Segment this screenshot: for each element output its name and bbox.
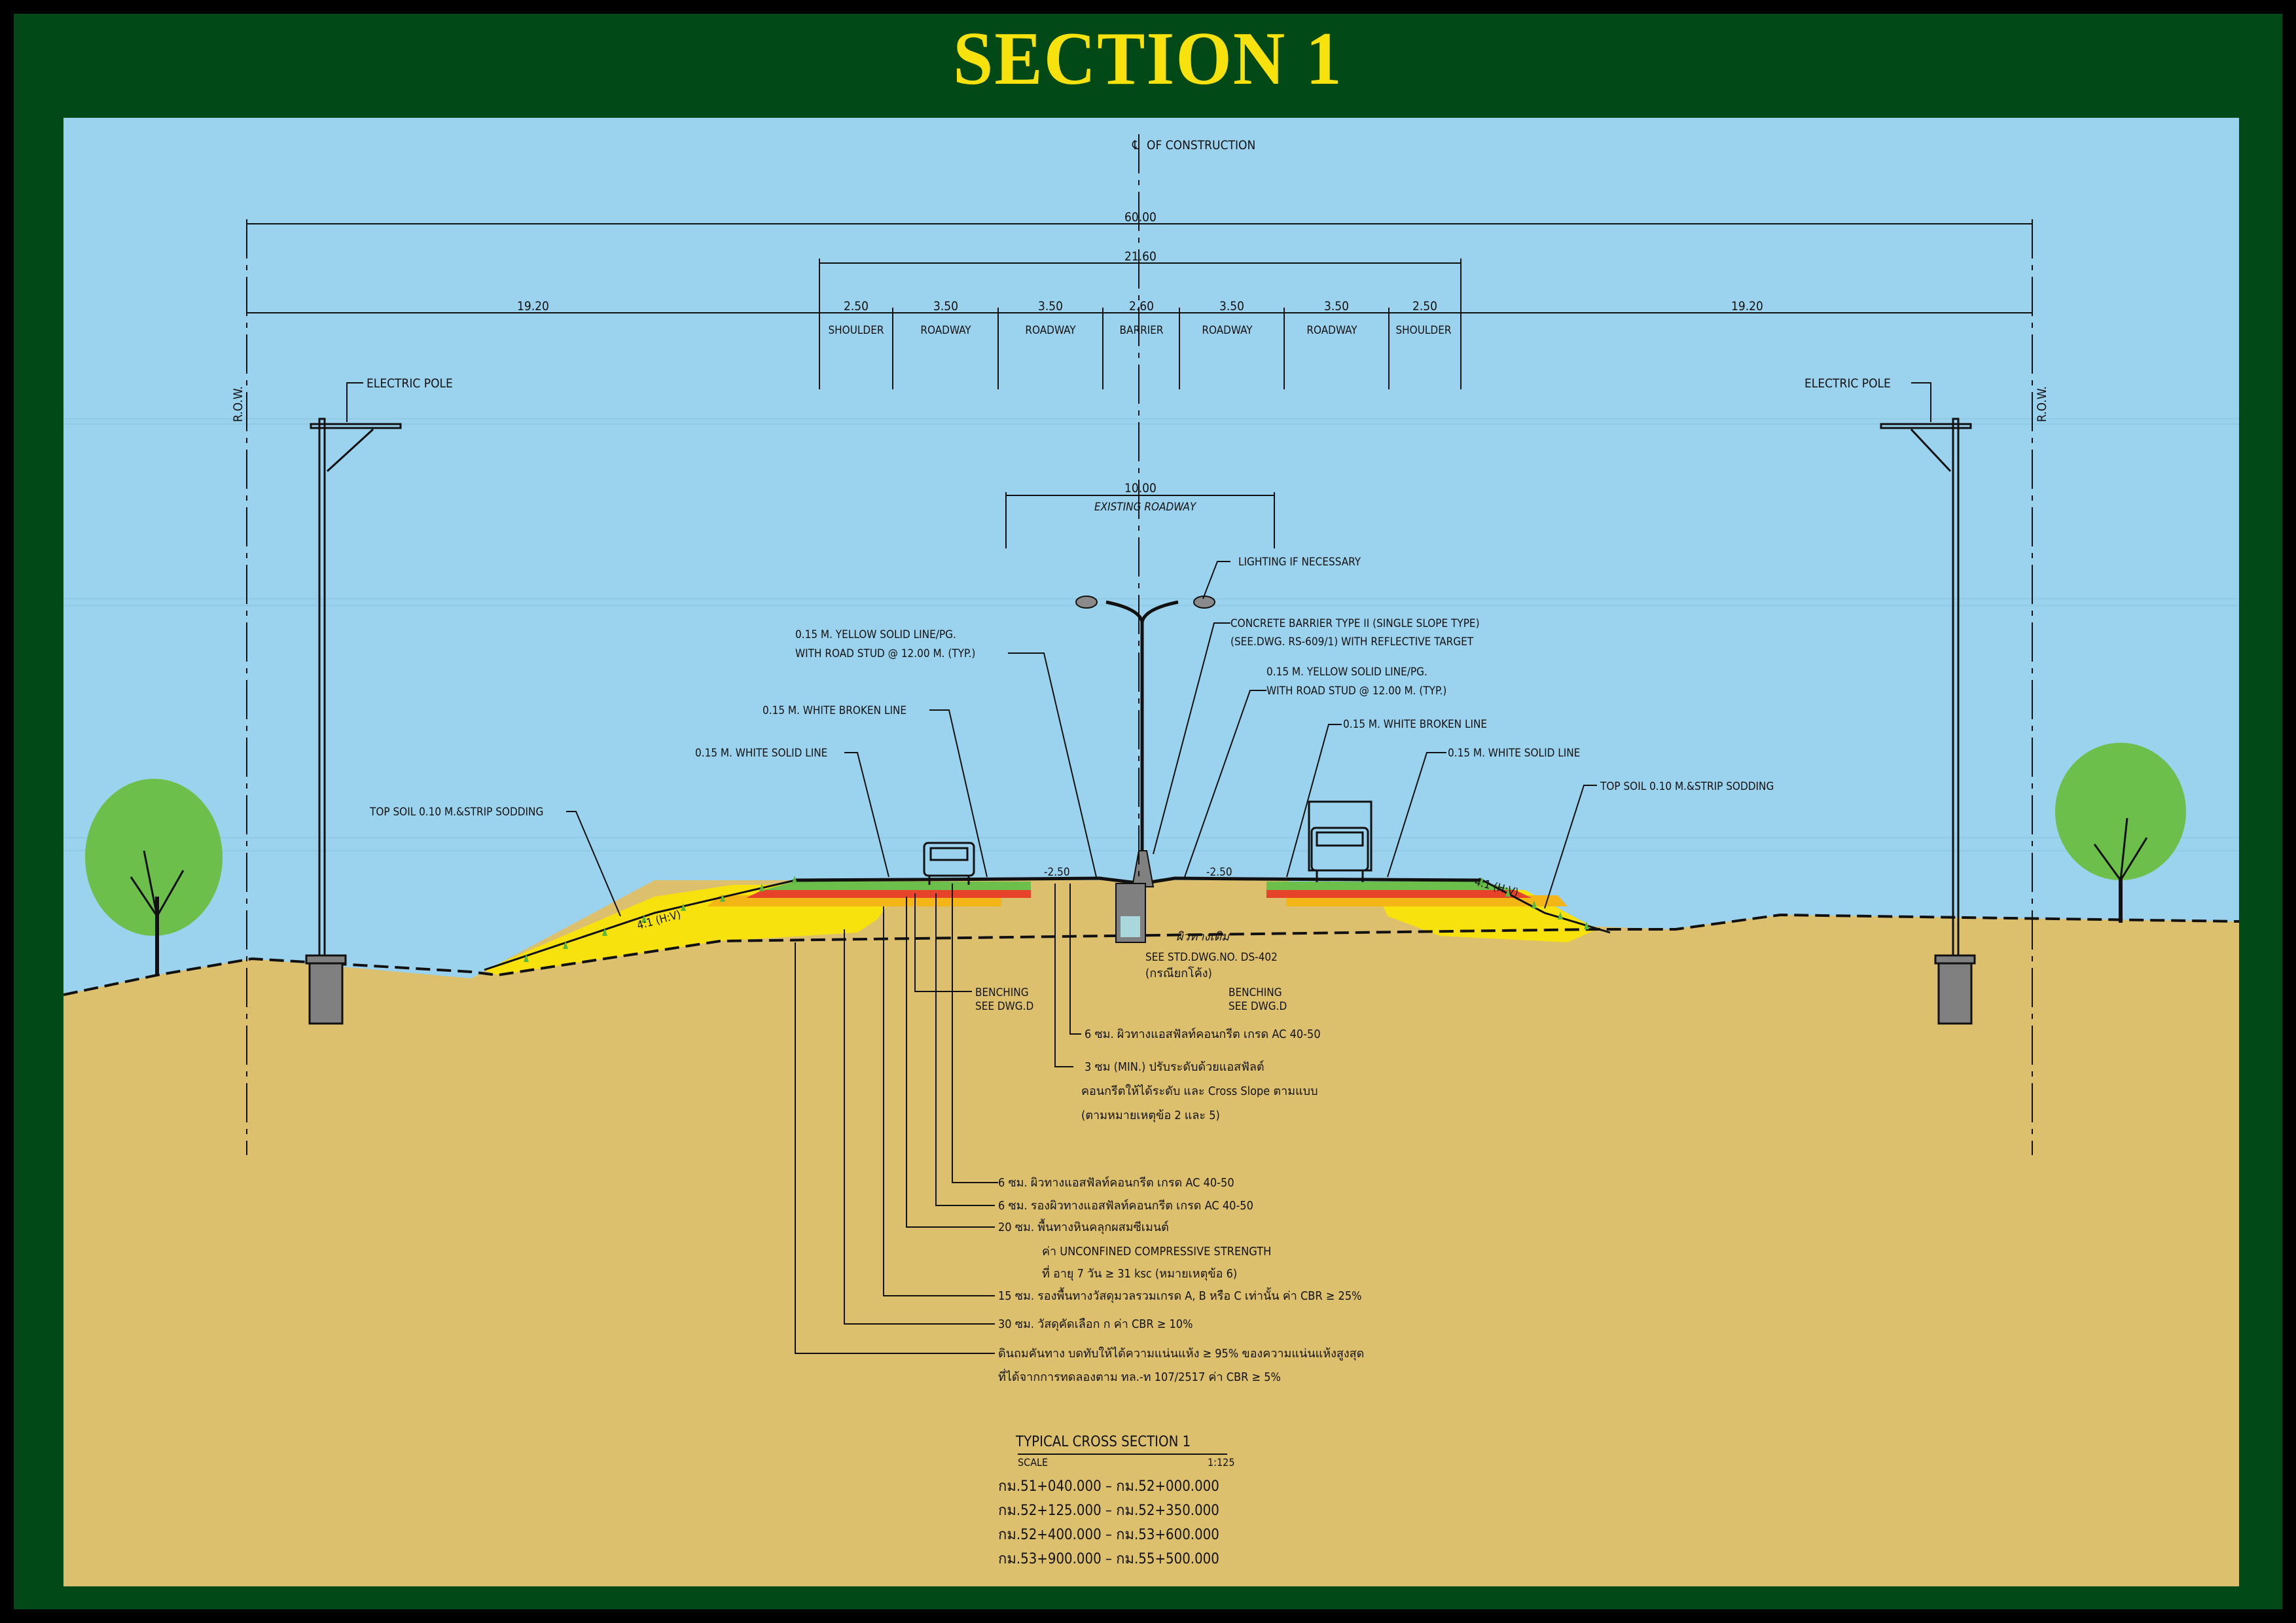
tree-icon-left	[85, 779, 223, 975]
electric-pole-left	[305, 418, 402, 1025]
yellow-line-right-1: 0.15 M. YELLOW SOLID LINE/PG.	[1266, 666, 1427, 679]
yellow-line-left-1: 0.15 M. YELLOW SOLID LINE/PG.	[795, 628, 956, 641]
station-range: กม.51+040.000 – กม.52+000.000	[998, 1478, 1219, 1495]
cross-slope-right: -2.50	[1206, 866, 1232, 879]
row-label-left: R.O.W.	[231, 386, 245, 422]
layer-note: 6 ซม. ผิวทางแอสฟัลท์คอนกรีต เกรด AC 40-5…	[1085, 1027, 1321, 1041]
electric-pole-label-right: ELECTRIC POLE	[1804, 376, 1891, 391]
binder-left	[762, 882, 1031, 890]
segment-label: ROADWAY	[1202, 324, 1253, 337]
segment-label: ROADWAY	[920, 324, 971, 337]
drain-ref-2: (กรณียกโค้ง)	[1145, 966, 1212, 980]
station-range: กม.53+900.000 – กม.55+500.000	[998, 1551, 1219, 1567]
segment-label: ROADWAY	[1025, 324, 1076, 337]
existing-ground-line	[63, 913, 2239, 996]
barrier-label-2: (SEE.DWG. RS-609/1) WITH REFLECTIVE TARG…	[1230, 635, 1474, 649]
layer-note: 20 ซม. พื้นทางหินคลุกผสมซีเมนต์	[998, 1219, 1169, 1234]
embankment-fill-left	[484, 885, 903, 975]
binder-right	[1266, 882, 1515, 890]
ground-fill	[63, 880, 2239, 1586]
slope-right	[1482, 879, 1611, 934]
dimension-lines	[247, 223, 2032, 548]
dim-total-row: 60.00	[1124, 210, 1157, 224]
layer-note: ค่า UNCONFINED COMPRESSIVE STRENGTH	[1042, 1245, 1271, 1258]
cross-section-panel: ℄ OF CONSTRUCTION R.O.W. R.O.W. 60.00 21…	[63, 118, 2239, 1586]
white-solid-left: 0.15 M. WHITE SOLID LINE	[695, 747, 827, 760]
segment-width: 2.50	[844, 299, 869, 313]
dim-left-verge: 19.20	[517, 299, 549, 313]
leader-lines	[346, 382, 1931, 917]
layer-note: 3 ซม (MIN.) ปรับระดับด้วยแอสฟัลต์	[1085, 1060, 1265, 1074]
layer-note: 15 ซม. รองพื้นทางวัสดุมวลรวมเกรด A, B หร…	[998, 1287, 1362, 1303]
segment-width: 3.50	[1038, 299, 1063, 313]
lighting-label: LIGHTING IF NECESSARY	[1238, 556, 1361, 569]
electric-pole-right	[1880, 418, 1976, 1025]
layer-note: ที่ได้จากการทดลองตาม ทล.-ท 107/2517 ค่า …	[998, 1368, 1281, 1384]
segment-width: 2.50	[1412, 299, 1437, 313]
scale-value: 1:125	[1208, 1456, 1234, 1469]
layer-callout-lines	[795, 883, 1081, 1354]
layer-note: 30 ซม. วัสดุคัดเลือก ก ค่า CBR ≥ 10%	[998, 1317, 1193, 1331]
centerline-symbol: ℄	[1132, 138, 1139, 152]
base-right	[1266, 890, 1532, 898]
centerline-label: OF CONSTRUCTION	[1147, 138, 1255, 152]
topsoil-left: TOP SOIL 0.10 M.&STRIP SODDING	[369, 806, 543, 819]
median-light-pole	[1075, 596, 1215, 851]
topsoil-right: TOP SOIL 0.10 M.&STRIP SODDING	[1600, 780, 1774, 793]
yellow-line-left-2: WITH ROAD STUD @ 12.00 M. (TYP.)	[795, 647, 975, 660]
sheet-title: SECTION 1	[953, 16, 1343, 101]
truck-icon	[1308, 800, 1372, 882]
concrete-barrier	[1131, 850, 1155, 887]
scale-label: SCALE	[1018, 1456, 1048, 1469]
layer-note: (ตามหมายเหตุข้อ 2 และ 5)	[1081, 1109, 1220, 1122]
lamp-head-left	[1075, 596, 1098, 609]
benching-left-2: SEE DWG.D	[975, 1000, 1033, 1013]
segment-width: 3.50	[933, 299, 958, 313]
tree-icon-right	[2055, 743, 2186, 923]
segment-width: 3.50	[1324, 299, 1349, 313]
station-range: กม.52+400.000 – กม.53+600.000	[998, 1527, 1219, 1543]
subbase-left	[707, 895, 1001, 906]
grass-tufts	[524, 876, 1589, 962]
benching-left-1: BENCHING	[975, 986, 1029, 999]
drain-water	[1121, 916, 1140, 937]
layer-note: 6 ซม. ผิวทางแอสฟัลท์คอนกรีต เกรด AC 40-5…	[998, 1176, 1234, 1190]
white-broken-left: 0.15 M. WHITE BROKEN LINE	[762, 704, 906, 717]
base-left	[746, 890, 1031, 898]
layer-note: ดินถมคันทาง บดทับให้ได้ความแน่นแห้ง ≥ 95…	[998, 1346, 1364, 1361]
benching-right-1: BENCHING	[1229, 986, 1282, 999]
segment-width: 3.50	[1219, 299, 1244, 313]
car-icon	[923, 842, 975, 885]
dim-existing-roadway: 10.00	[1124, 481, 1157, 495]
segment-label: SHOULDER	[828, 324, 884, 337]
existing-surface-label: ผิวทางเดิม	[1176, 930, 1230, 944]
sky-scanlines	[63, 418, 2239, 851]
title-block-heading: TYPICAL CROSS SECTION 1	[1015, 1434, 1191, 1450]
benching-right-2: SEE DWG.D	[1229, 1000, 1287, 1013]
slope-left	[484, 879, 796, 971]
dim-carriageway: 21.60	[1124, 249, 1157, 264]
layer-note: 6 ซม. รองผิวทางแอสฟัลท์คอนกรีต เกรด AC 4…	[998, 1199, 1253, 1213]
electric-pole-label-left: ELECTRIC POLE	[367, 376, 453, 391]
subbase-right	[1286, 895, 1568, 906]
lamp-head-right	[1193, 596, 1215, 609]
drain-ref-1: SEE STD.DWG.NO. DS-402	[1145, 951, 1278, 964]
white-broken-right: 0.15 M. WHITE BROKEN LINE	[1343, 718, 1487, 731]
white-solid-right: 0.15 M. WHITE SOLID LINE	[1448, 747, 1580, 760]
dim-right-verge: 19.20	[1731, 299, 1763, 313]
row-label-right: R.O.W.	[2035, 386, 2049, 422]
segment-label: BARRIER	[1120, 324, 1164, 337]
segment-label: SHOULDER	[1395, 324, 1451, 337]
segment-width: 2.60	[1129, 299, 1154, 313]
segment-label: ROADWAY	[1306, 324, 1357, 337]
layer-note: ที่ อายุ 7 วัน ≥ 31 ksc (หมายเหตุข้อ 6)	[1042, 1265, 1237, 1281]
segment-dims: 2.50 SHOULDER 3.50 ROADWAY 3.50 ROADWAY …	[828, 299, 1451, 337]
cross-slope-left: -2.50	[1044, 866, 1070, 879]
barrier-label-1: CONCRETE BARRIER TYPE II (SINGLE SLOPE T…	[1230, 617, 1480, 630]
existing-roadway-label: EXISTING ROADWAY	[1094, 501, 1197, 514]
yellow-line-right-2: WITH ROAD STUD @ 12.00 M. (TYP.)	[1266, 685, 1446, 698]
station-range: กม.52+125.000 – กม.52+350.000	[998, 1503, 1219, 1519]
layer-note: คอนกรีตให้ได้ระดับ และ Cross Slope ตามแบ…	[1081, 1084, 1318, 1098]
